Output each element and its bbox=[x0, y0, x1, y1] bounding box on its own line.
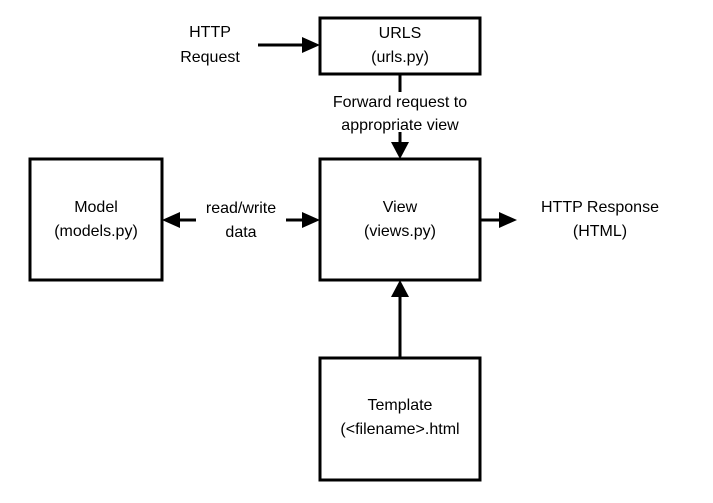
template-label-line1: Template bbox=[368, 397, 433, 414]
urls-label-line1: URLS bbox=[379, 25, 422, 42]
urls-box[interactable] bbox=[318, 16, 482, 76]
node-urls[interactable]: URLS (urls.py) bbox=[318, 16, 482, 76]
edge-view-to-model bbox=[162, 212, 196, 228]
edge-template-to-view bbox=[391, 280, 409, 358]
http-request-label-line1: HTTP bbox=[189, 24, 231, 41]
forward-arrow-head bbox=[391, 142, 409, 159]
model-box[interactable] bbox=[28, 157, 164, 282]
template-arrow-head bbox=[391, 280, 409, 297]
edge-model-to-view bbox=[286, 212, 320, 228]
model-label-line2: (models.py) bbox=[54, 223, 138, 240]
http-request-label-line2: Request bbox=[180, 49, 240, 66]
urls-label-line2: (urls.py) bbox=[371, 49, 429, 66]
view-label-line1: View bbox=[383, 199, 418, 216]
node-model[interactable]: Model (models.py) bbox=[28, 157, 164, 282]
edge-view-to-http-response bbox=[480, 212, 517, 228]
readwrite-left-arrow-head bbox=[162, 212, 180, 228]
edge-urls-to-view bbox=[391, 74, 409, 159]
view-label-line2: (views.py) bbox=[364, 223, 436, 240]
forward-request-label-line2: appropriate view bbox=[341, 117, 459, 134]
template-label-line2: (<filename>.html bbox=[340, 421, 459, 438]
template-box[interactable] bbox=[318, 356, 482, 482]
http-response-label-line2: (HTML) bbox=[573, 223, 627, 240]
edge-http-request-to-urls bbox=[258, 37, 320, 53]
node-view[interactable]: View (views.py) bbox=[318, 157, 482, 282]
readwrite-label-line2: data bbox=[225, 224, 256, 241]
http-request-arrow-head bbox=[302, 37, 320, 53]
http-response-arrow-head bbox=[499, 212, 517, 228]
node-template[interactable]: Template (<filename>.html bbox=[318, 356, 482, 482]
forward-request-label-line1: Forward request to bbox=[333, 94, 467, 111]
readwrite-label-line1: read/write bbox=[206, 200, 276, 217]
readwrite-right-arrow-head bbox=[302, 212, 320, 228]
view-box[interactable] bbox=[318, 157, 482, 282]
model-label-line1: Model bbox=[74, 199, 118, 216]
http-response-label-line1: HTTP Response bbox=[541, 199, 659, 216]
